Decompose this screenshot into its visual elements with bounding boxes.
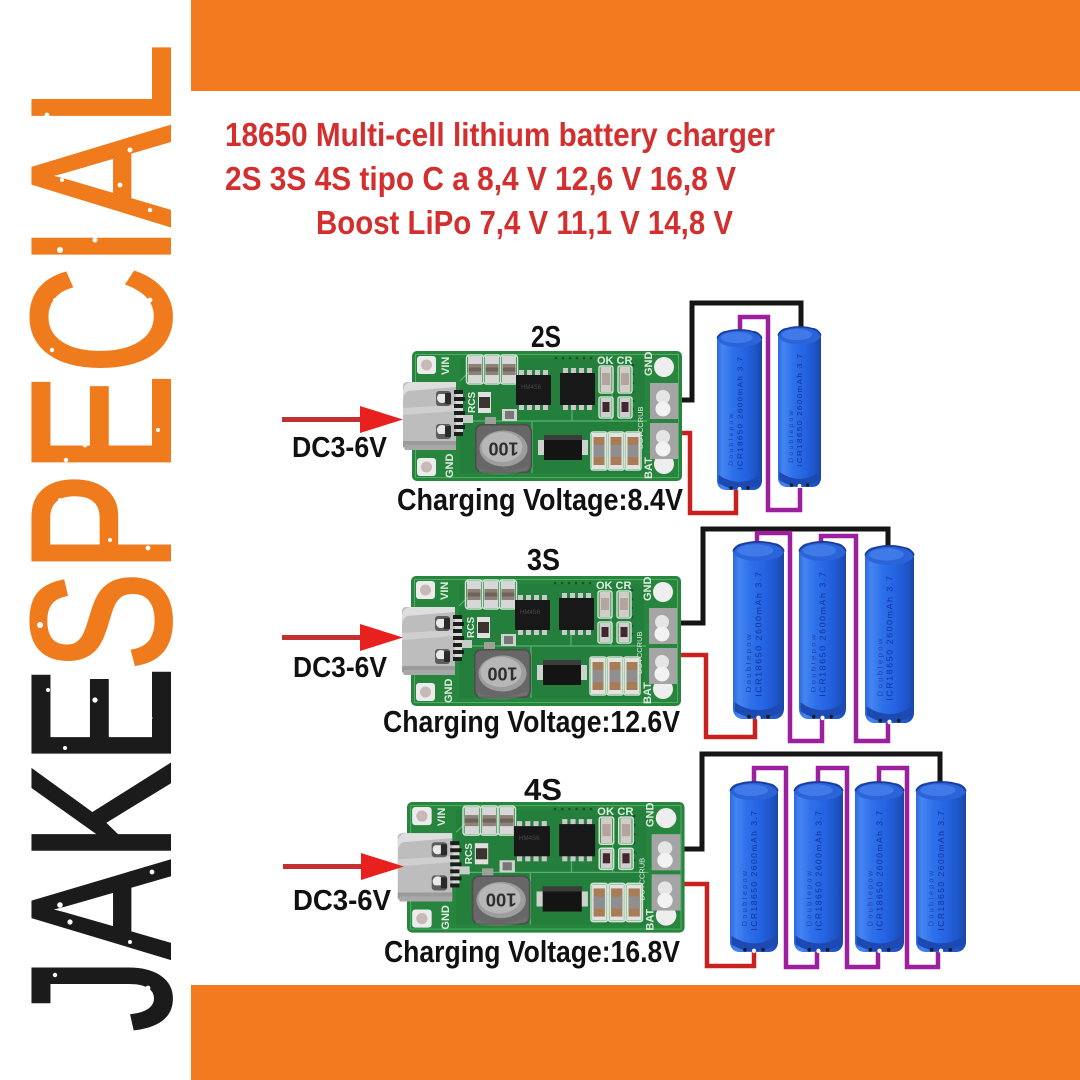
svg-text:JAKE: JAKE xyxy=(0,667,211,1031)
svg-text:Charging Voltage:16.8V: Charging Voltage:16.8V xyxy=(384,934,680,969)
svg-text:2S: 2S xyxy=(531,319,561,354)
svg-text:DC3-6V: DC3-6V xyxy=(293,885,392,917)
svg-text:18650 Multi-cell lithium batte: 18650 Multi-cell lithium battery charger xyxy=(225,116,775,153)
svg-text:3S: 3S xyxy=(527,542,560,577)
svg-text:Charging Voltage:8.4V: Charging Voltage:8.4V xyxy=(397,482,683,517)
svg-text:Charging Voltage:12.6V: Charging Voltage:12.6V xyxy=(383,704,680,739)
svg-text:DC3-6V: DC3-6V xyxy=(293,652,388,684)
svg-text:Boost LiPo 7,4 V 11,1 V 14,8 V: Boost LiPo 7,4 V 11,1 V 14,8 V xyxy=(316,204,733,241)
svg-text:2S 3S 4S tipo C a 8,4 V 12,6 V: 2S 3S 4S tipo C a 8,4 V 12,6 V 16,8 V xyxy=(225,160,736,197)
svg-text:SPECIAL: SPECIAL xyxy=(0,44,211,671)
svg-text:4S: 4S xyxy=(524,772,562,807)
svg-text:DC3-6V: DC3-6V xyxy=(292,432,388,464)
